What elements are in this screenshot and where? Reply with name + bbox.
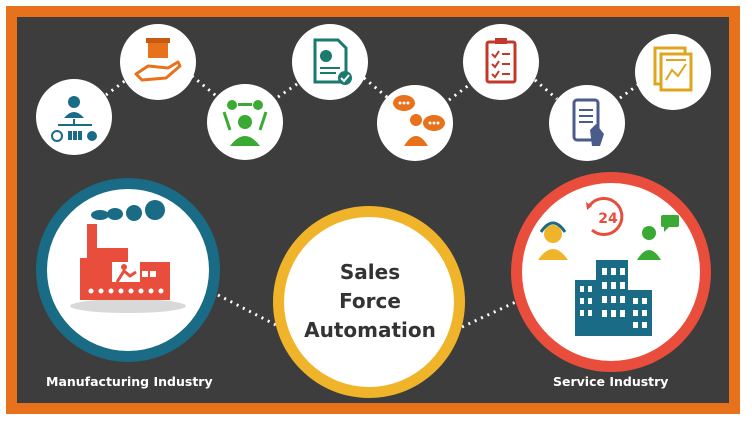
center-title-line-2: Force bbox=[339, 289, 401, 313]
center-title-line-1: Sales bbox=[339, 260, 401, 284]
office-building-icon bbox=[575, 260, 652, 336]
center-circle bbox=[273, 206, 465, 398]
report-document-icon bbox=[292, 24, 368, 100]
organization-chart-icon bbox=[36, 79, 112, 155]
mobile-touch-icon bbox=[549, 85, 625, 161]
analytics-document-icon bbox=[635, 34, 711, 110]
consultant-chat-icon bbox=[377, 85, 453, 161]
service-industry-label: Service Industry bbox=[553, 374, 669, 389]
center-title-line-3: Automation bbox=[304, 318, 436, 342]
factory-icon bbox=[80, 224, 170, 300]
manufacturing-industry-label: Manufacturing Industry bbox=[46, 374, 213, 389]
24-hour-number: 24 bbox=[598, 211, 618, 227]
hand-box-icon bbox=[120, 24, 196, 100]
center-title: Sales Force Automation bbox=[300, 258, 440, 345]
chat-person-icon bbox=[637, 215, 679, 260]
clipboard-checklist-icon bbox=[463, 24, 539, 100]
manufacturing-circle bbox=[36, 178, 220, 362]
headset-support-icon bbox=[538, 221, 568, 260]
team-meeting-icon bbox=[207, 84, 283, 160]
24-hour-icon: 24 bbox=[586, 197, 624, 236]
service-circle: 24 bbox=[511, 172, 711, 372]
